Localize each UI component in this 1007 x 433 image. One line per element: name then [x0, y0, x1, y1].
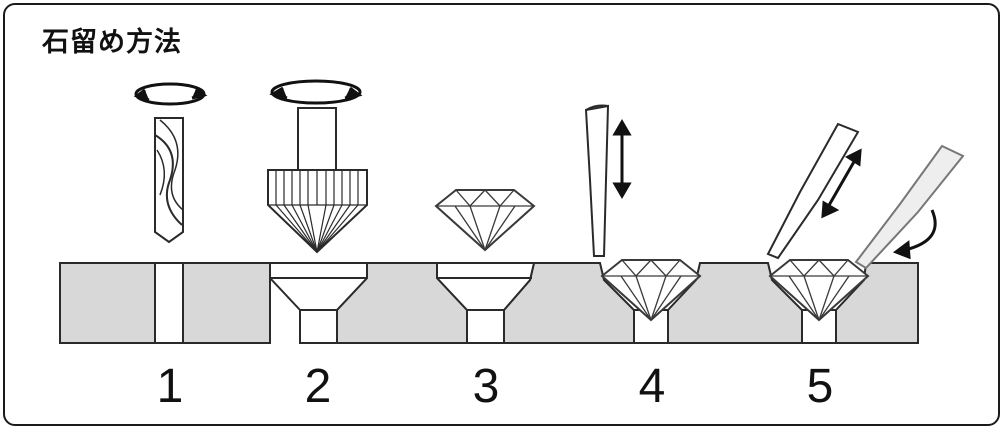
- step-number-3: 3: [473, 360, 500, 413]
- up-down-arrow-icon: [821, 148, 862, 219]
- graver-icon: [766, 122, 860, 260]
- rotation-arrow-icon: [269, 79, 363, 105]
- seats: [269, 262, 536, 344]
- step-number-1: 1: [157, 360, 184, 413]
- page-title: 石留め方法: [42, 27, 182, 58]
- countersink-burr-icon: [267, 107, 368, 254]
- up-down-arrow-icon: [612, 119, 632, 199]
- rotation-arrow-icon: [133, 82, 208, 106]
- diamond-icon: [600, 259, 702, 322]
- diamond-icon: [434, 189, 536, 252]
- drill-bit-icon: [154, 117, 184, 244]
- diamond-icon: [768, 259, 870, 322]
- curved-arrow-icon: [892, 209, 937, 260]
- hole-1: [154, 262, 184, 344]
- graver-icon: [584, 104, 610, 257]
- step-number-4: 4: [639, 360, 666, 413]
- burnisher-icon: [854, 144, 965, 270]
- metal-plate: [59, 262, 919, 344]
- plate-block-1: [59, 262, 156, 344]
- seat-2: [269, 262, 368, 344]
- plate-block-2: [182, 262, 271, 344]
- seat-3: [436, 262, 536, 344]
- step-number-2: 2: [305, 360, 332, 413]
- step-number-5: 5: [807, 360, 834, 413]
